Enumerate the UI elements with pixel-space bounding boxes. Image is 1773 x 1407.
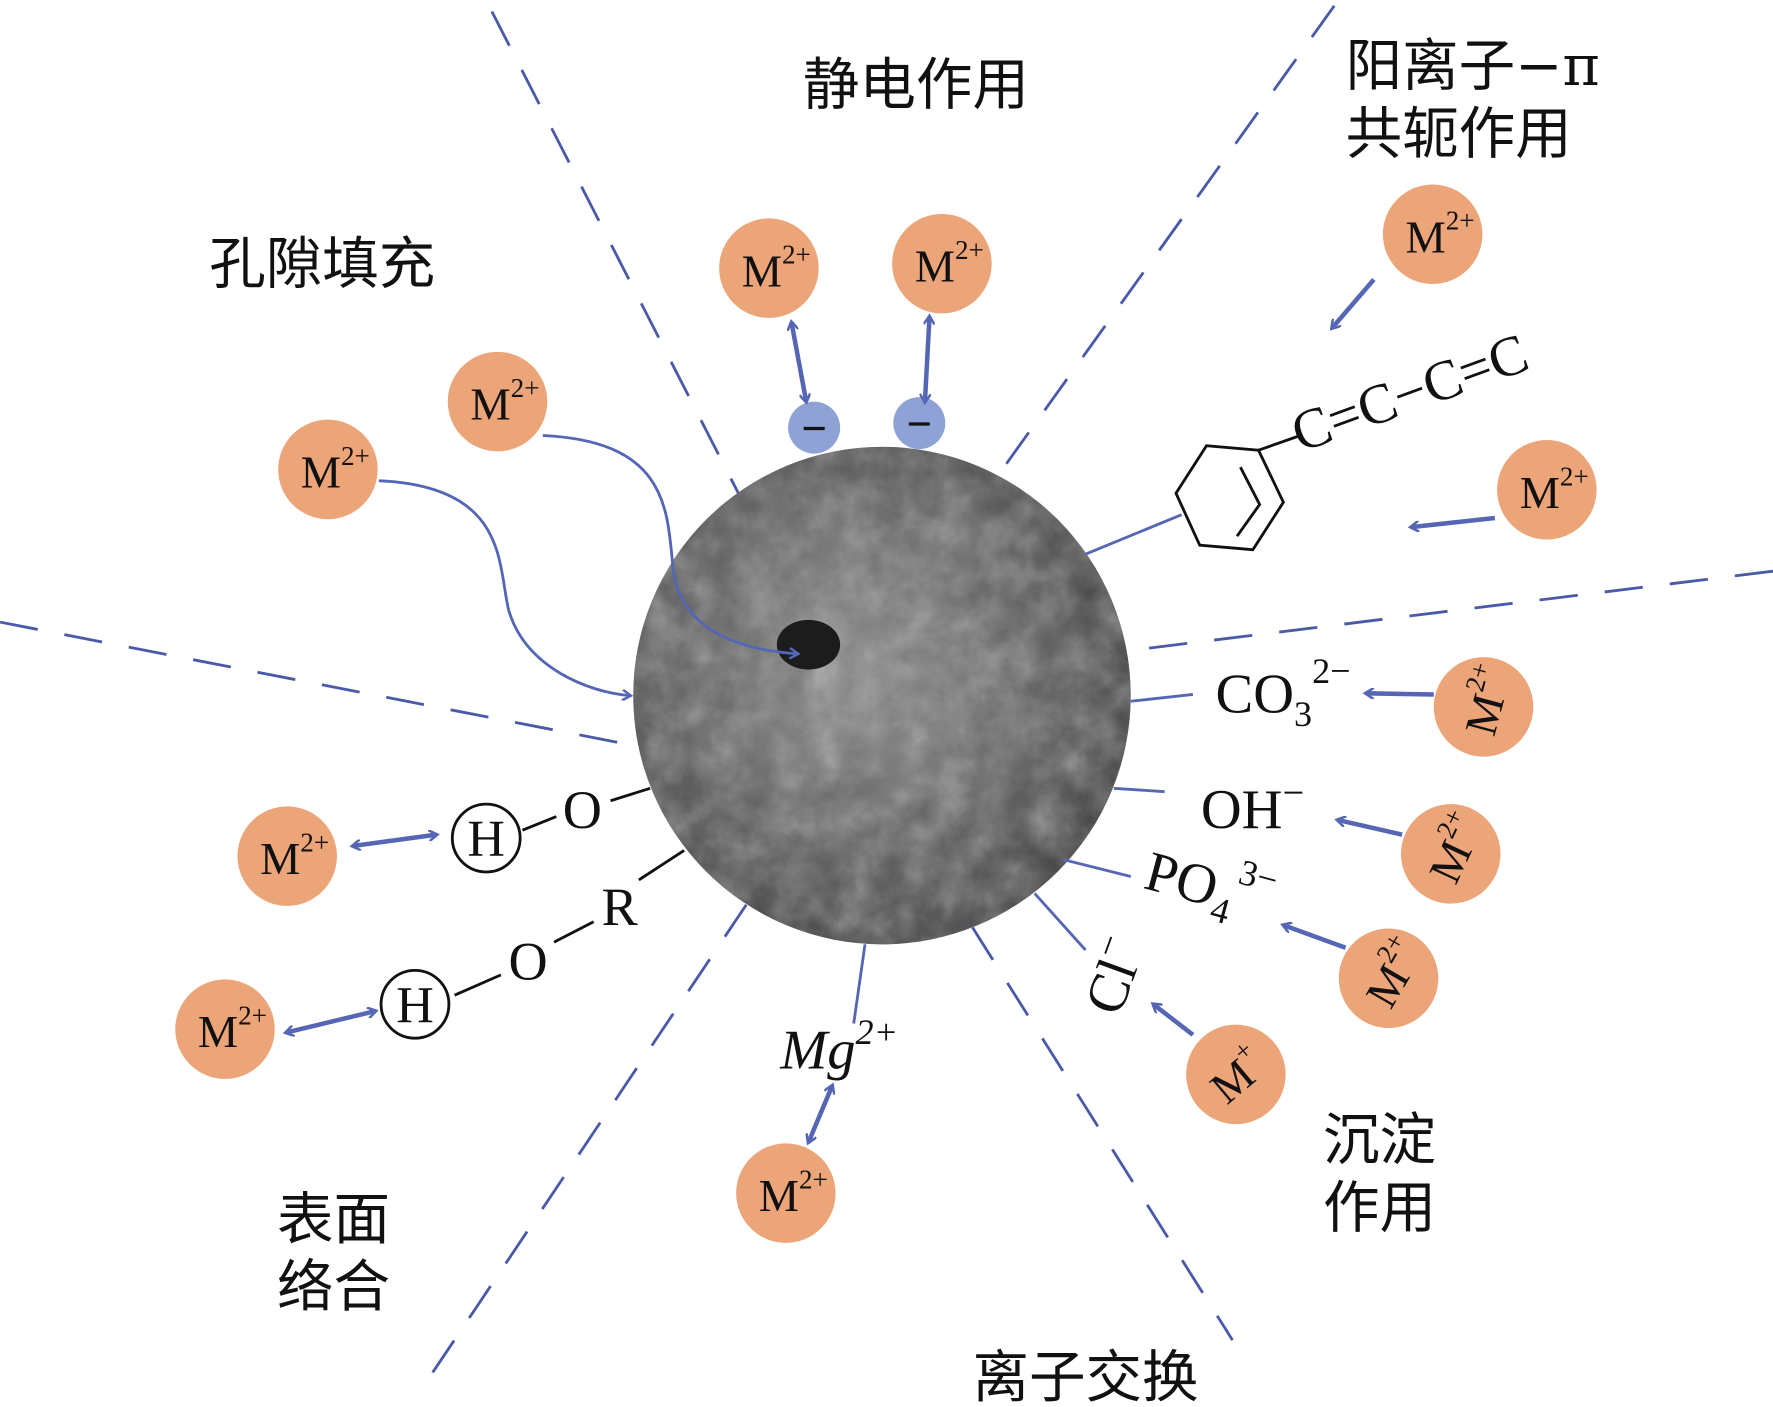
svg-text:O: O xyxy=(563,780,602,840)
label-precipitation-2: 作用 xyxy=(1323,1176,1436,1241)
metal-ion: M2+ xyxy=(1400,804,1501,904)
svg-text:M2+: M2+ xyxy=(742,240,811,297)
metal-ion-circle xyxy=(1338,928,1439,1029)
svg-text:M2+: M2+ xyxy=(260,828,329,885)
negative-site: − xyxy=(893,397,946,450)
alkyne-chain: C=C−C=C xyxy=(1284,322,1537,465)
pore xyxy=(776,619,841,670)
svg-text:H: H xyxy=(467,811,505,868)
hydroxyl-group: O H xyxy=(450,780,651,874)
label-surface-complex-2: 络合 xyxy=(277,1255,390,1320)
metal-ion-circle xyxy=(736,1143,836,1243)
svg-text:M2+: M2+ xyxy=(1406,206,1475,263)
label-surface-complex-1: 表面 xyxy=(277,1187,390,1252)
metal-ion-circle xyxy=(1400,804,1501,904)
metal-ion: M+ xyxy=(1186,1024,1286,1125)
label-ion-exchange: 离子交换 xyxy=(972,1346,1198,1407)
metal-ion: M2+ xyxy=(1338,928,1439,1029)
metal-ion-circle xyxy=(447,351,548,452)
metal-ion: M2+ xyxy=(1497,440,1597,540)
metal-ion: M2+ xyxy=(447,351,548,452)
metal-ion-circle xyxy=(1497,440,1597,540)
phosphate-ion: PO43− xyxy=(1136,829,1282,942)
metal-ion-circle xyxy=(1382,184,1483,284)
metal-ion-circle xyxy=(892,213,992,314)
hydroxide-ion: OH− xyxy=(1201,772,1304,841)
metal-ion: M2+ xyxy=(278,419,378,520)
svg-text:M2+: M2+ xyxy=(470,373,539,430)
metal-ion-circle xyxy=(1186,1024,1286,1125)
arrows xyxy=(286,277,1496,1142)
metal-ions: M2+ M2+ M2+ M2+ M2+ M2+ M2+ M2+ M2+ M+ M2+ M2+ M2+ xyxy=(175,184,1597,1243)
svg-text:M2+: M2+ xyxy=(301,441,370,498)
metal-ion-circle xyxy=(1433,657,1534,757)
svg-text:M2+: M2+ xyxy=(915,235,984,292)
metal-ion-circle xyxy=(237,806,337,906)
label-pore-filling: 孔隙填充 xyxy=(209,232,435,297)
label-precipitation-1: 沉淀 xyxy=(1323,1108,1436,1173)
metal-ion: M2+ xyxy=(892,213,992,314)
metal-ion: M2+ xyxy=(1433,657,1534,757)
svg-text:R: R xyxy=(602,877,639,937)
negative-site: − xyxy=(788,401,841,454)
magnesium-ion: Mg2+ xyxy=(779,1012,898,1082)
metal-ion-circle xyxy=(719,218,819,318)
svg-text:M2+: M2+ xyxy=(198,1001,267,1058)
metal-ion: M2+ xyxy=(736,1143,836,1243)
label-cation-pi-2: 共轭作用 xyxy=(1346,102,1572,167)
svg-text:M2+: M2+ xyxy=(759,1165,828,1222)
metal-ion-circle xyxy=(278,419,378,520)
sector-dividers xyxy=(0,5,1773,1387)
chloride-ion: Cl− xyxy=(1067,928,1157,1022)
label-electrostatic: 静电作用 xyxy=(803,53,1029,118)
svg-text:H: H xyxy=(396,977,434,1034)
label-cation-pi-1: 阳离子−π xyxy=(1346,34,1600,99)
benzene-ring xyxy=(1084,434,1301,556)
svg-text:−: − xyxy=(801,403,827,453)
metal-ion-circle xyxy=(175,979,275,1079)
metal-ion: M2+ xyxy=(1382,184,1483,284)
biochar-particle xyxy=(633,446,1131,945)
metal-ion: M2+ xyxy=(175,979,275,1079)
metal-ion: M2+ xyxy=(719,218,819,318)
metal-ion: M2+ xyxy=(237,806,337,906)
svg-text:M2+: M2+ xyxy=(1520,461,1589,518)
svg-text:−: − xyxy=(906,399,932,449)
svg-text:O: O xyxy=(508,931,547,991)
alkoxy-group: R O H xyxy=(379,849,685,1040)
carbonate-ion: CO32− xyxy=(1216,651,1351,734)
